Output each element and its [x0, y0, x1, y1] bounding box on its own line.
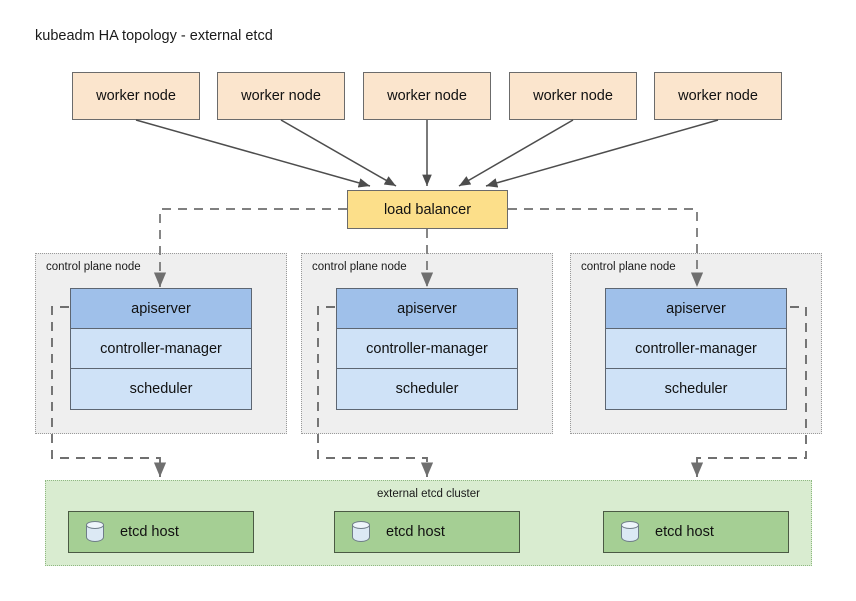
control-plane-node-1-components: apiserver controller-manager scheduler [70, 288, 252, 410]
control-plane-node-1-label: control plane node [46, 261, 141, 273]
database-cylinder-icon [352, 521, 370, 543]
worker-node-5[interactable]: worker node [654, 72, 782, 120]
external-etcd-cluster[interactable]: external etcd cluster etcd host etcd hos… [45, 480, 812, 566]
controller-manager-1[interactable]: controller-manager [71, 329, 251, 369]
edge-worker1-lb [135, 119, 371, 188]
etcd-host-1[interactable]: etcd host [68, 511, 254, 553]
scheduler-2[interactable]: scheduler [337, 369, 517, 409]
scheduler-3[interactable]: scheduler [606, 369, 786, 409]
database-cylinder-icon [621, 521, 639, 543]
edge-apiserver1-etcd [51, 306, 167, 478]
etcd-host-2-label: etcd host [386, 524, 445, 540]
diagram-title: kubeadm HA topology - external etcd [35, 28, 273, 44]
controller-manager-2[interactable]: controller-manager [337, 329, 517, 369]
edge-worker4-lb [458, 119, 574, 187]
database-cylinder-icon [86, 521, 104, 543]
worker-node-2[interactable]: worker node [217, 72, 345, 120]
apiserver-1[interactable]: apiserver [71, 289, 251, 329]
controller-manager-3[interactable]: controller-manager [606, 329, 786, 369]
control-plane-node-2-label: control plane node [312, 261, 407, 273]
edge-apiserver2-etcd [317, 306, 434, 478]
edge-worker2-lb [280, 119, 397, 187]
apiserver-2[interactable]: apiserver [337, 289, 517, 329]
worker-node-1[interactable]: worker node [72, 72, 200, 120]
edge-apiserver3-etcd [690, 306, 807, 478]
apiserver-3[interactable]: apiserver [606, 289, 786, 329]
etcd-host-3-label: etcd host [655, 524, 714, 540]
load-balancer-box[interactable]: load balancer [347, 190, 508, 229]
external-etcd-cluster-label: external etcd cluster [377, 488, 480, 500]
control-plane-node-3-components: apiserver controller-manager scheduler [605, 288, 787, 410]
edge-lb-apiserver3 [508, 208, 704, 288]
edge-lb-apiserver1 [153, 208, 347, 288]
control-plane-node-2[interactable]: control plane node apiserver controller-… [301, 253, 553, 434]
control-plane-node-3-label: control plane node [581, 261, 676, 273]
scheduler-1[interactable]: scheduler [71, 369, 251, 409]
control-plane-node-1[interactable]: control plane node apiserver controller-… [35, 253, 287, 434]
control-plane-node-2-components: apiserver controller-manager scheduler [336, 288, 518, 410]
edge-worker5-lb [485, 119, 719, 188]
etcd-host-2[interactable]: etcd host [334, 511, 520, 553]
worker-node-4[interactable]: worker node [509, 72, 637, 120]
worker-node-3[interactable]: worker node [363, 72, 491, 120]
etcd-host-3[interactable]: etcd host [603, 511, 789, 553]
etcd-host-1-label: etcd host [120, 524, 179, 540]
